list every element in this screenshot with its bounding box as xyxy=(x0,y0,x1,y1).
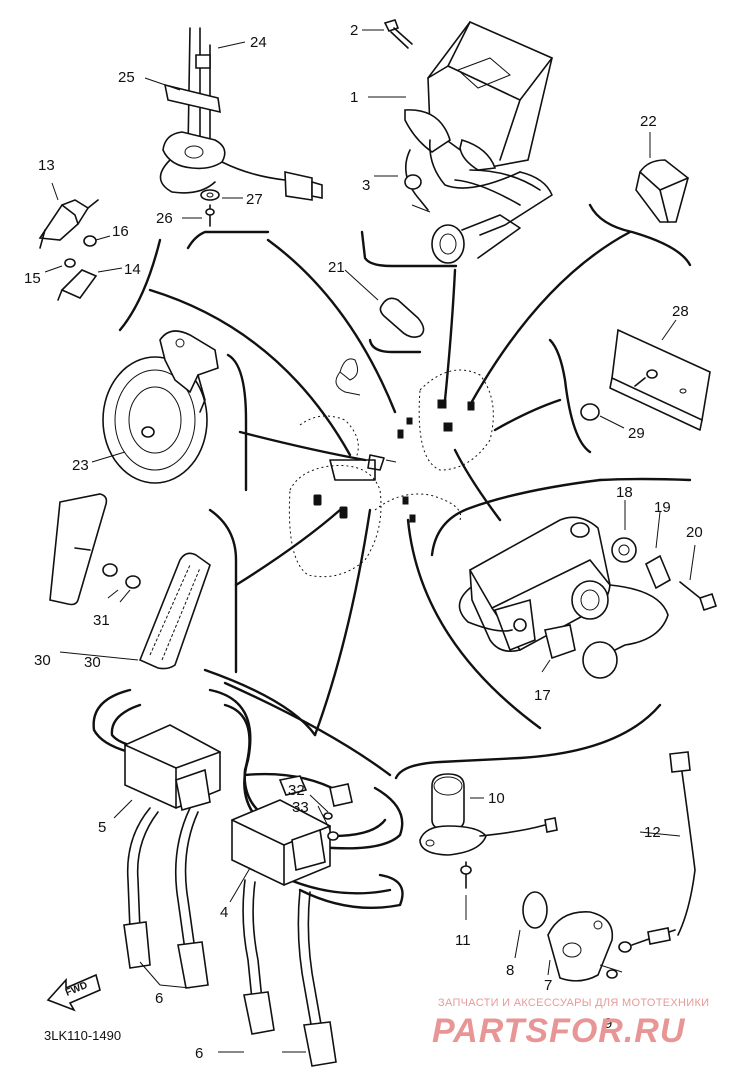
ignition-coil-assembly xyxy=(92,688,404,1067)
horn-part-23 xyxy=(91,330,219,484)
callout-6a: 6 xyxy=(155,990,163,1007)
watermark: ЗАПЧАСТИ И АКСЕССУАРЫ ДЛЯ МОТОТЕХНИКИ PA… xyxy=(432,997,709,1050)
diagram-part-code: 3LK110-1490 xyxy=(44,1028,121,1043)
callout-30a: 30 xyxy=(34,652,51,669)
callout-30b: 30 xyxy=(84,654,101,671)
callout-33: 33 xyxy=(292,799,309,816)
callout-7: 7 xyxy=(544,977,552,994)
switch-parts-13-16 xyxy=(38,182,123,301)
callout-9: 9 xyxy=(604,1015,612,1032)
callout-1: 1 xyxy=(350,89,358,106)
callout-21: 21 xyxy=(328,259,345,276)
callout-32: 32 xyxy=(288,782,305,799)
callout-12: 12 xyxy=(644,824,661,841)
callout-31: 31 xyxy=(93,612,110,629)
pickup-assembly xyxy=(514,751,696,982)
watermark-brand: PARTSFOR.RU xyxy=(432,1012,686,1050)
leader-curves xyxy=(148,230,632,777)
callout-27: 27 xyxy=(246,191,263,208)
frame-sketch xyxy=(288,358,494,578)
watermark-tagline: ЗАПЧАСТИ И АКСЕССУАРЫ ДЛЯ МОТОТЕХНИКИ xyxy=(438,997,709,1009)
control-unit-assembly xyxy=(362,19,553,264)
callout-25: 25 xyxy=(118,69,135,86)
callout-5: 5 xyxy=(98,819,106,836)
callout-28: 28 xyxy=(672,303,689,320)
callout-20: 20 xyxy=(686,524,703,541)
callout-8: 8 xyxy=(506,962,514,979)
solenoid-assembly xyxy=(458,500,718,679)
callout-23: 23 xyxy=(72,457,89,474)
reflector-parts-30-31 xyxy=(49,493,211,670)
callout-24: 24 xyxy=(250,34,267,51)
callout-labels: 2 1 3 24 25 27 26 13 16 15 14 21 22 28 2… xyxy=(24,22,703,1062)
callout-26: 26 xyxy=(156,210,173,227)
plate-part-28 xyxy=(580,319,711,431)
relay-part-22 xyxy=(635,132,689,223)
callout-22: 22 xyxy=(640,113,657,130)
callout-16: 16 xyxy=(112,223,129,240)
sensor-assembly xyxy=(419,773,558,920)
forward-arrow-icon: FWD xyxy=(46,973,101,1012)
section-dividers xyxy=(118,203,692,780)
callout-11: 11 xyxy=(455,932,471,949)
callout-18: 18 xyxy=(616,484,633,501)
callout-13: 13 xyxy=(38,157,55,174)
level-sender-assembly xyxy=(144,27,323,227)
callout-2: 2 xyxy=(350,22,358,39)
clip-part-21 xyxy=(344,269,425,338)
callout-17: 17 xyxy=(534,687,551,704)
callout-4: 4 xyxy=(220,904,228,921)
callout-6b: 6 xyxy=(195,1045,203,1062)
callout-14: 14 xyxy=(124,261,141,278)
callout-3: 3 xyxy=(362,177,370,194)
callout-29: 29 xyxy=(628,425,645,442)
callout-10: 10 xyxy=(488,790,505,807)
callout-15: 15 xyxy=(24,270,41,287)
callout-19: 19 xyxy=(654,499,671,516)
